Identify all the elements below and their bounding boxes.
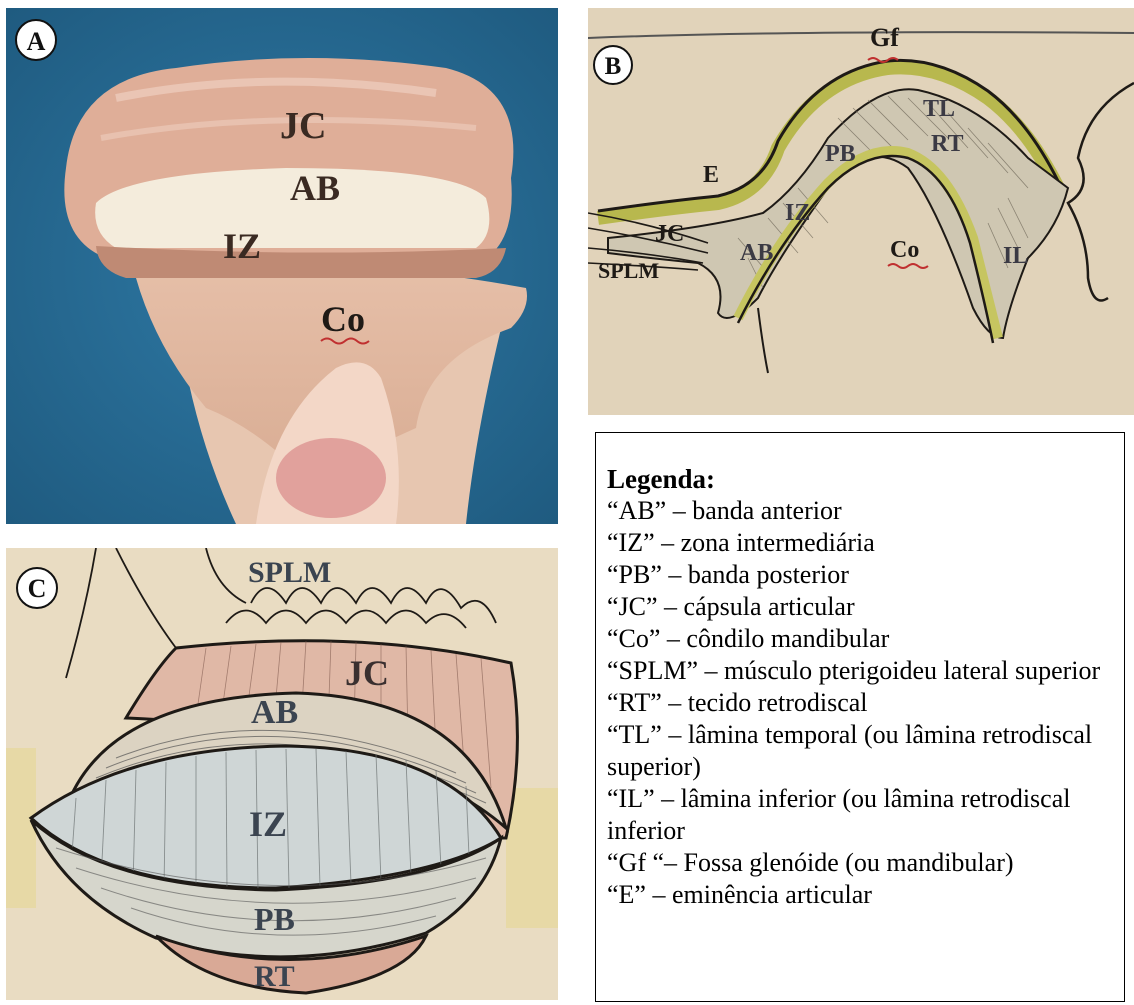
label-rt: RT: [254, 960, 295, 993]
label-iz: IZ: [223, 226, 261, 266]
label-jc: JC: [280, 105, 326, 147]
legend-item-e: “E” – eminência articular: [607, 879, 1124, 911]
panel-b-letter: B: [605, 53, 622, 80]
label-gf: Gf: [870, 23, 899, 52]
label-e: E: [703, 162, 719, 188]
legend-item-ab: “AB” – banda anterior: [607, 495, 1124, 527]
panel-b-sagittal-drawing: B Gf TL RT PB E IZ JC AB Co SPLM IL: [588, 8, 1134, 415]
legend-item-gf: “Gf “– Fossa glenóide (ou mandibular): [607, 847, 1124, 879]
legend-box: Legenda: “AB” – banda anterior “IZ” – zo…: [595, 432, 1125, 1002]
label-pb: PB: [825, 141, 856, 167]
label-splm: SPLM: [598, 258, 659, 283]
legend-item-tl: “TL” – lâmina temporal (ou lâmina retrod…: [607, 719, 1124, 783]
legend-item-pb: “PB” – banda posterior: [607, 559, 1124, 591]
panel-a-letter: A: [27, 27, 46, 56]
legend-item-il: “IL” – lâmina inferior (ou lâmina retrod…: [607, 783, 1124, 847]
label-tl: TL: [923, 96, 955, 122]
label-splm: SPLM: [248, 556, 331, 589]
legend-item-iz: “IZ” – zona intermediária: [607, 527, 1124, 559]
label-jc: JC: [345, 653, 389, 693]
label-ab: AB: [290, 168, 340, 208]
label-iz: IZ: [785, 200, 810, 226]
legend-item-co: “Co” – côndilo mandibular: [607, 623, 1124, 655]
legend-item-splm: “SPLM” – músculo pterigoideu lateral sup…: [607, 655, 1124, 687]
panel-c-superior-drawing: C SPLM JC AB IZ PB RT: [6, 548, 558, 1000]
legend-title: Legenda:: [607, 463, 1124, 495]
legend-item-jc: “JC” – cápsula articular: [607, 591, 1124, 623]
panel-c-letter: C: [28, 574, 47, 603]
label-iz: IZ: [249, 804, 287, 844]
legend-item-rt: “RT” – tecido retrodiscal: [607, 687, 1124, 719]
label-il: IL: [1003, 243, 1028, 269]
label-jc: JC: [655, 221, 684, 247]
panel-a-photo: A JC AB IZ Co: [6, 8, 558, 524]
label-co: Co: [890, 237, 919, 263]
label-rt: RT: [931, 131, 964, 157]
label-co: Co: [321, 299, 365, 339]
label-ab: AB: [740, 240, 773, 266]
label-pb: PB: [254, 901, 295, 937]
label-ab: AB: [251, 694, 298, 731]
